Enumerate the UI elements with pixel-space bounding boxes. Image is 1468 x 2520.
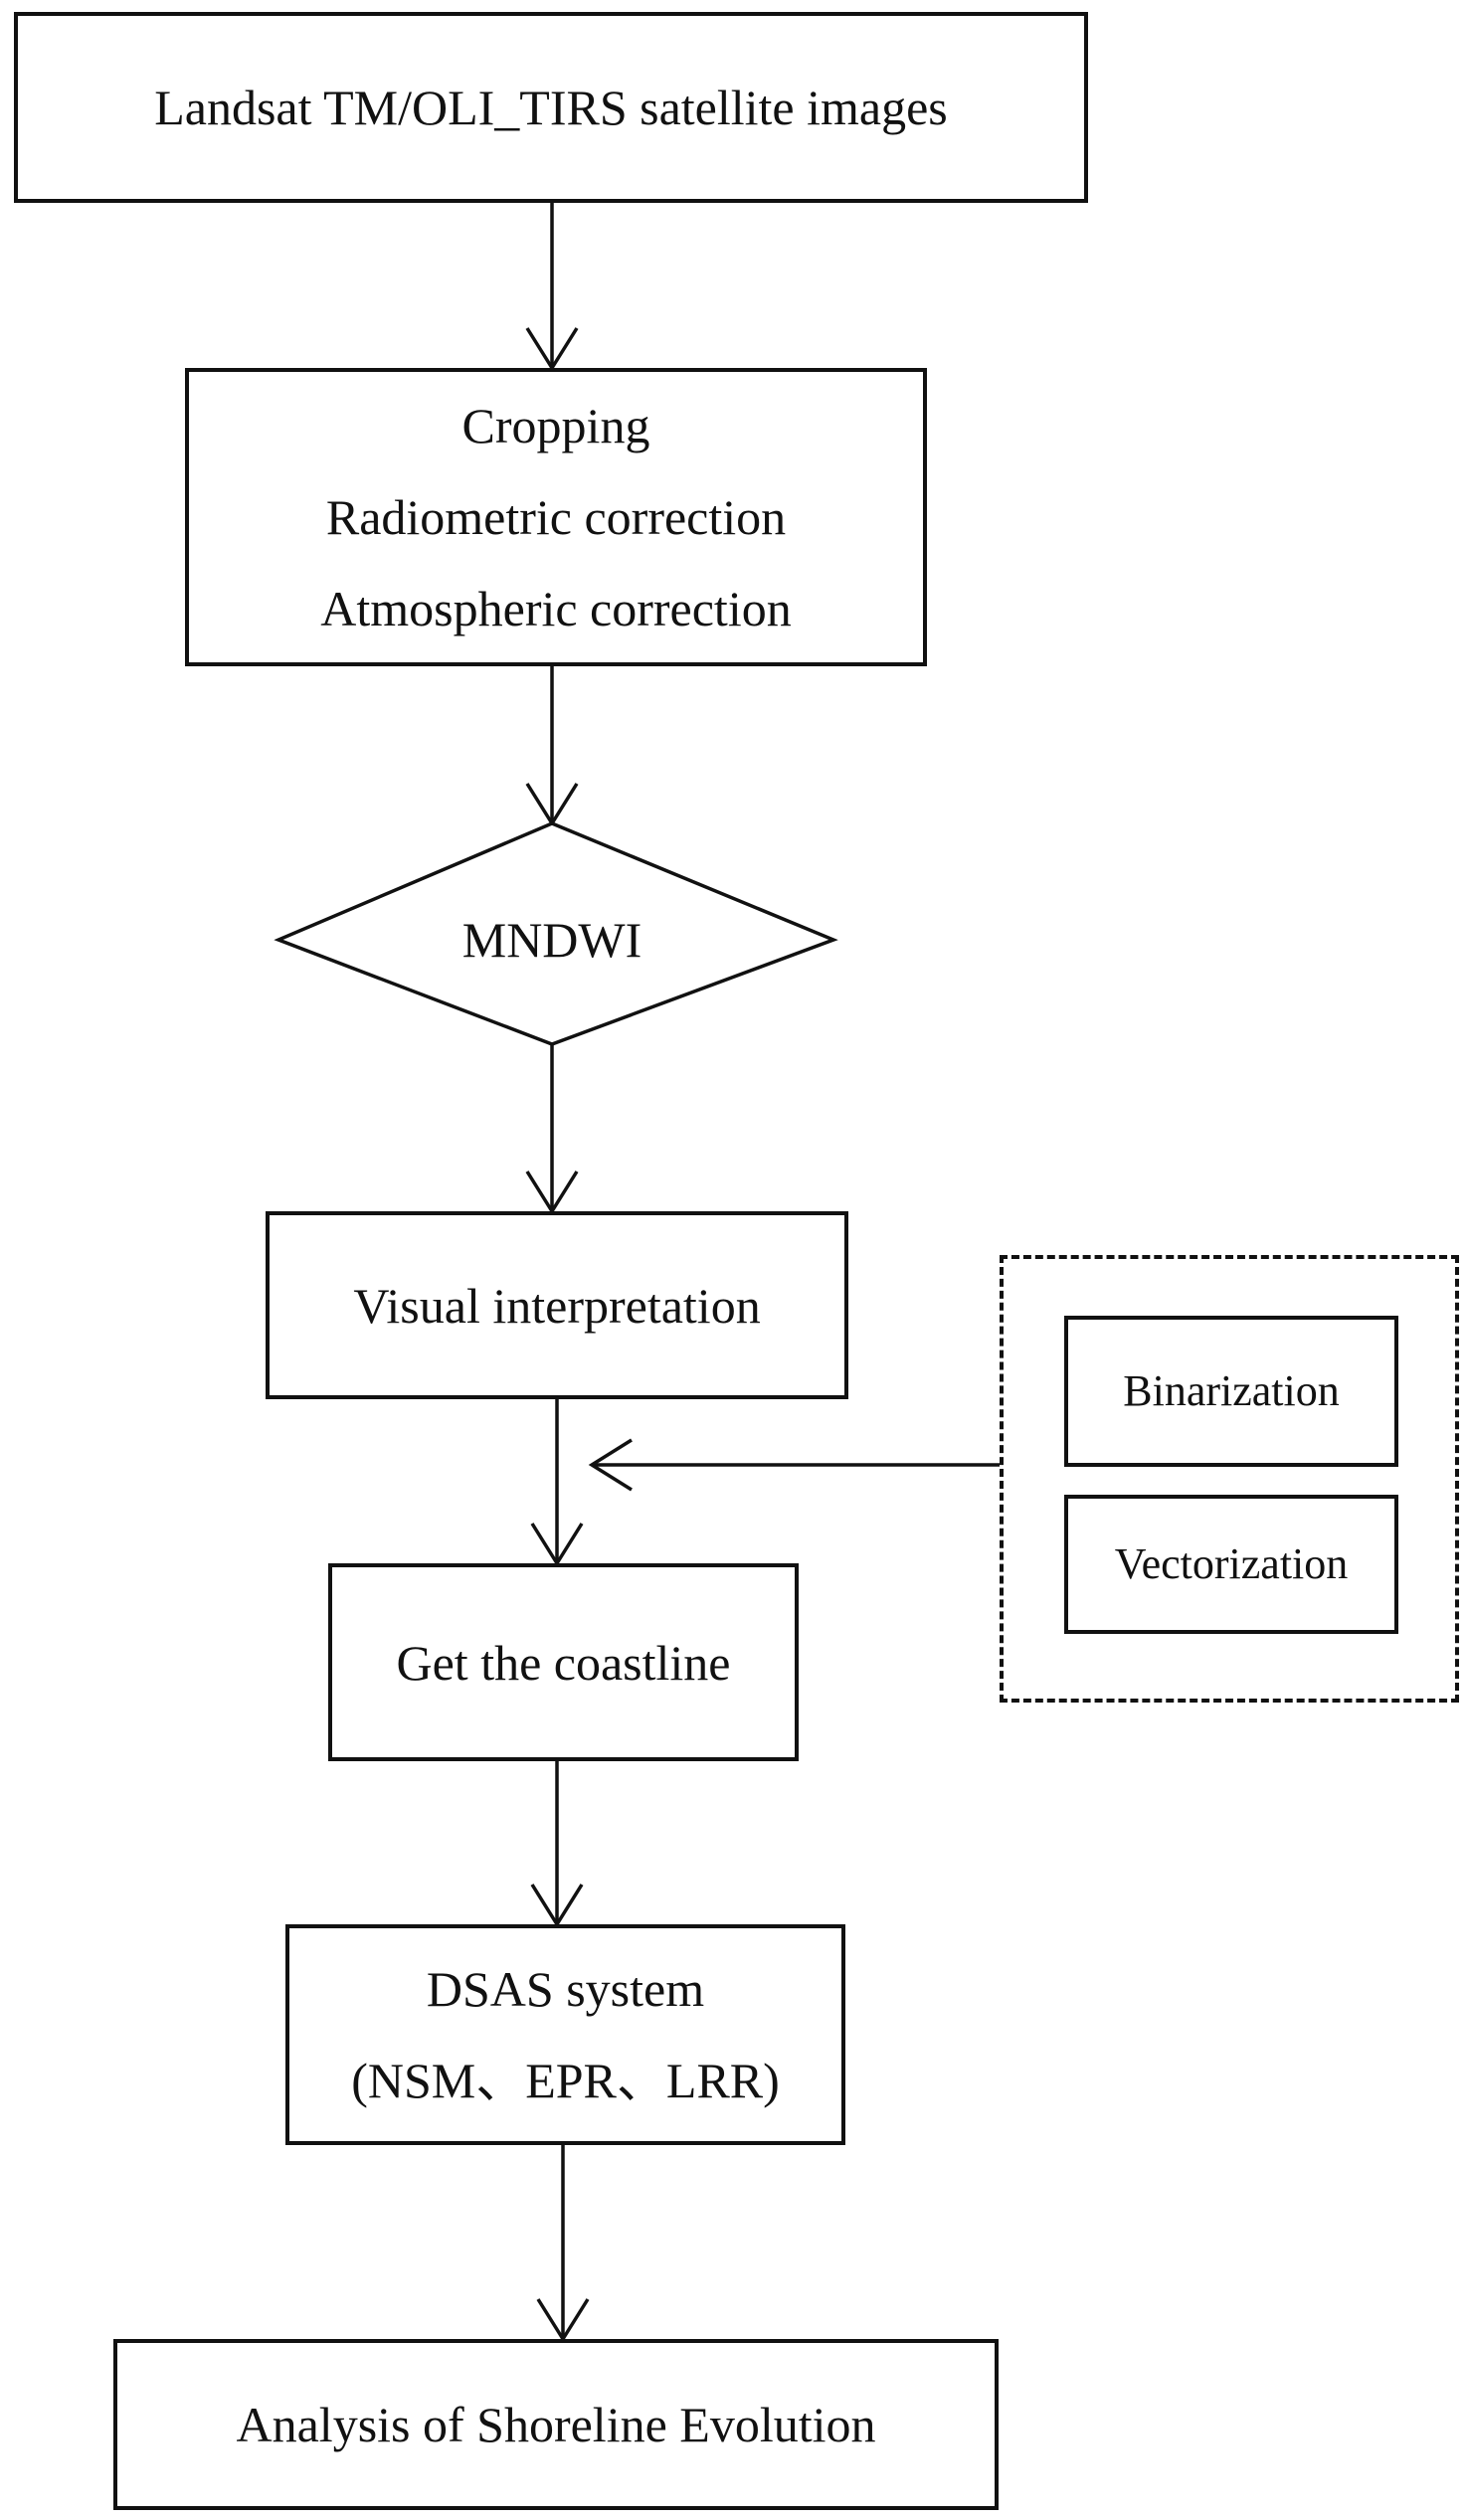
- arrow-dsas-to-output: [536, 2145, 590, 2343]
- arrow-preprocessing-to-mndwi: [525, 666, 579, 827]
- mndwi-label: MNDWI: [461, 912, 642, 968]
- input-label: Landsat TM/OLI_TIRS satellite images: [154, 80, 948, 135]
- preprocessing-line-1: Cropping: [461, 398, 650, 453]
- arrow-interpretation-to-coastline: [530, 1399, 584, 1567]
- dsas-box: DSAS system (NSM、EPR、LRR): [285, 1924, 845, 2145]
- binarization-box: Binarization: [1064, 1316, 1398, 1467]
- output-box: Analysis of Shoreline Evolution: [113, 2339, 999, 2510]
- vectorization-box: Vectorization: [1064, 1495, 1398, 1634]
- interpretation-label: Visual interpretation: [353, 1277, 761, 1334]
- vectorization-label: Vectorization: [1114, 1538, 1349, 1588]
- processing-steps-group: [1000, 1255, 1459, 1703]
- coastline-label: Get the coastline: [396, 1634, 731, 1691]
- dsas-line-2: (NSM、EPR、LRR): [351, 2053, 780, 2108]
- preprocessing-box: Cropping Radiometric correction Atmosphe…: [185, 368, 927, 666]
- interpretation-box: Visual interpretation: [266, 1211, 848, 1399]
- binarization-label: Binarization: [1123, 1365, 1340, 1415]
- dsas-line-1: DSAS system: [426, 1961, 705, 2017]
- coastline-box: Get the coastline: [328, 1563, 799, 1761]
- arrow-input-to-preprocessing: [525, 203, 579, 372]
- arrow-side-group-to-main-flow: [588, 1438, 1000, 1492]
- output-label: Analysis of Shoreline Evolution: [236, 2397, 876, 2452]
- arrow-mndwi-to-interpretation: [525, 1044, 579, 1215]
- preprocessing-line-3: Atmospheric correction: [320, 581, 792, 636]
- arrow-coastline-to-dsas: [530, 1761, 584, 1928]
- input-box: Landsat TM/OLI_TIRS satellite images: [14, 12, 1088, 203]
- preprocessing-line-2: Radiometric correction: [325, 489, 787, 545]
